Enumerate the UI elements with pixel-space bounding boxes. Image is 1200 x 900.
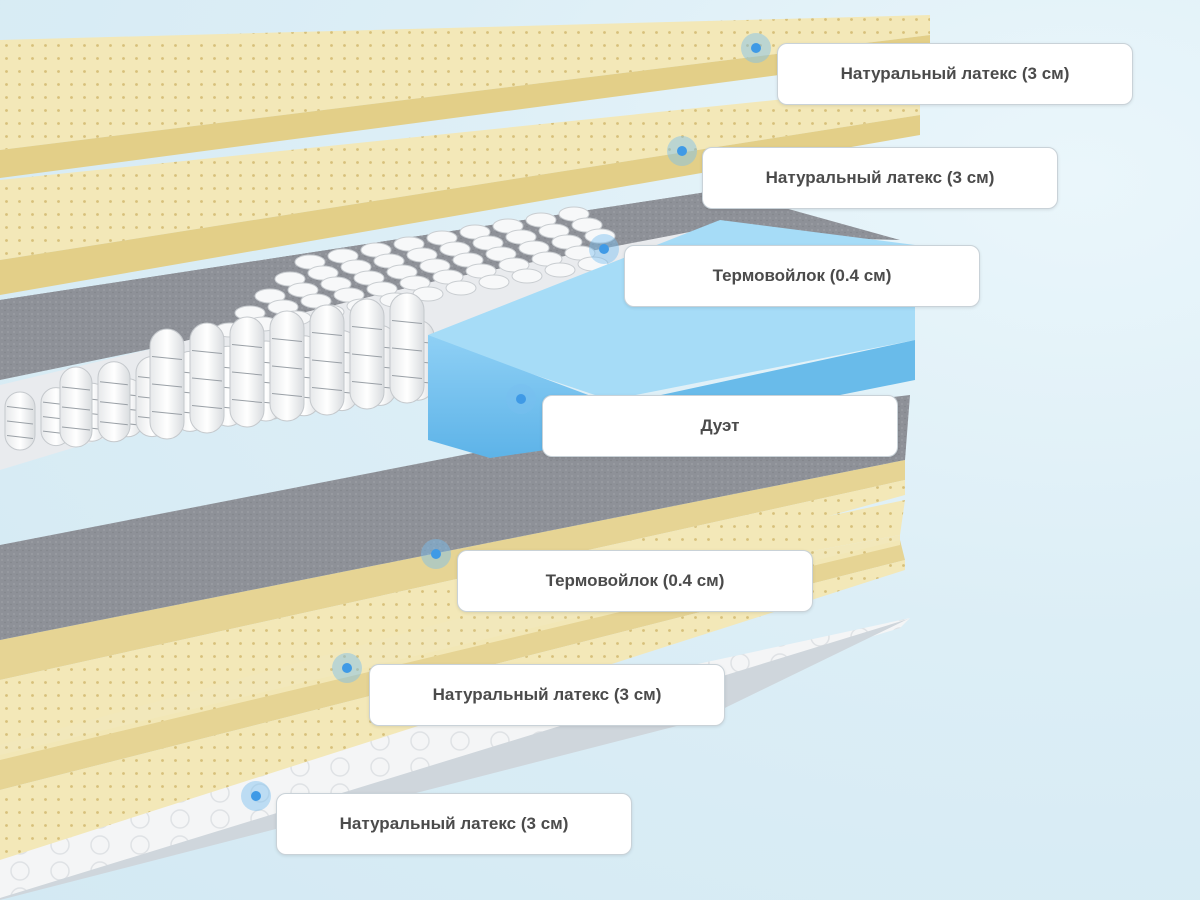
spring-coil-wire [391, 320, 423, 324]
spring-coil-top [445, 280, 477, 296]
spring-coil-wire [61, 426, 91, 431]
spring-coil-wire [151, 411, 183, 415]
spring-coil-wire [351, 353, 383, 358]
spring-coil-wire [391, 347, 423, 352]
spring-coil [309, 304, 345, 416]
layer-label-duet: Дуэт [542, 395, 898, 457]
layer-label-latex-bottom-2: Натуральный латекс (3 см) [276, 793, 632, 855]
spring-coil-wire [151, 383, 183, 388]
spring-coil-wire [351, 381, 383, 385]
spring-coil [189, 322, 225, 434]
spring-coil-top [511, 268, 543, 284]
spring-coil-wire [151, 356, 183, 360]
spring-coil [4, 391, 36, 451]
latex-layer-top-2 [0, 85, 920, 295]
spring-coil-wire [391, 375, 423, 379]
spring-coil-wire [99, 381, 129, 386]
layer-label-latex-bottom-1: Натуральный латекс (3 см) [369, 664, 725, 726]
spring-coil-wire [191, 350, 223, 354]
spring-coil [229, 316, 265, 428]
marker-dot[interactable] [332, 653, 362, 683]
spring-coil [59, 366, 93, 448]
spring-coil [389, 292, 425, 404]
layer-label-felt-top: Термовойлок (0.4 см) [624, 245, 980, 307]
spring-coil-wire [231, 399, 263, 403]
spring-coil-wire [6, 420, 34, 425]
spring-coil [97, 361, 131, 443]
spring-coil [269, 310, 305, 422]
spring-coil-wire [61, 386, 91, 391]
spring-coil [349, 298, 385, 410]
spring-coil-top [584, 228, 616, 244]
spring-coil-wire [271, 338, 303, 342]
spring-coil-wire [311, 359, 343, 364]
spring-coil-wire [311, 332, 343, 336]
spring-coil-wire [99, 401, 129, 406]
spring-coil-wire [6, 406, 34, 410]
marker-dot[interactable] [421, 539, 451, 569]
spring-coil-wire [271, 393, 303, 397]
spring-coil-wire [6, 435, 34, 439]
spring-coil-wire [191, 377, 223, 382]
spring-coil-wire [351, 326, 383, 330]
layer-label-latex-top-2: Натуральный латекс (3 см) [702, 147, 1058, 209]
spring-coil-top [544, 262, 576, 278]
marker-dot[interactable] [589, 234, 619, 264]
latex-layer-top-1 [0, 15, 930, 178]
spring-coil [149, 328, 185, 440]
marker-dot[interactable] [667, 136, 697, 166]
spring-coil-wire [231, 371, 263, 376]
spring-coil-wire [271, 365, 303, 370]
spring-coil-wire [99, 421, 129, 426]
layer-label-latex-top-1: Натуральный латекс (3 см) [777, 43, 1133, 105]
spring-coil-wire [191, 405, 223, 409]
marker-dot[interactable] [741, 33, 771, 63]
layer-label-felt-bottom: Термовойлок (0.4 см) [457, 550, 813, 612]
marker-dot[interactable] [506, 384, 536, 414]
spring-coil-wire [311, 387, 343, 391]
marker-dot[interactable] [241, 781, 271, 811]
spring-coil-wire [61, 406, 91, 411]
spring-coil-wire [231, 344, 263, 348]
spring-coil-top [478, 274, 510, 290]
